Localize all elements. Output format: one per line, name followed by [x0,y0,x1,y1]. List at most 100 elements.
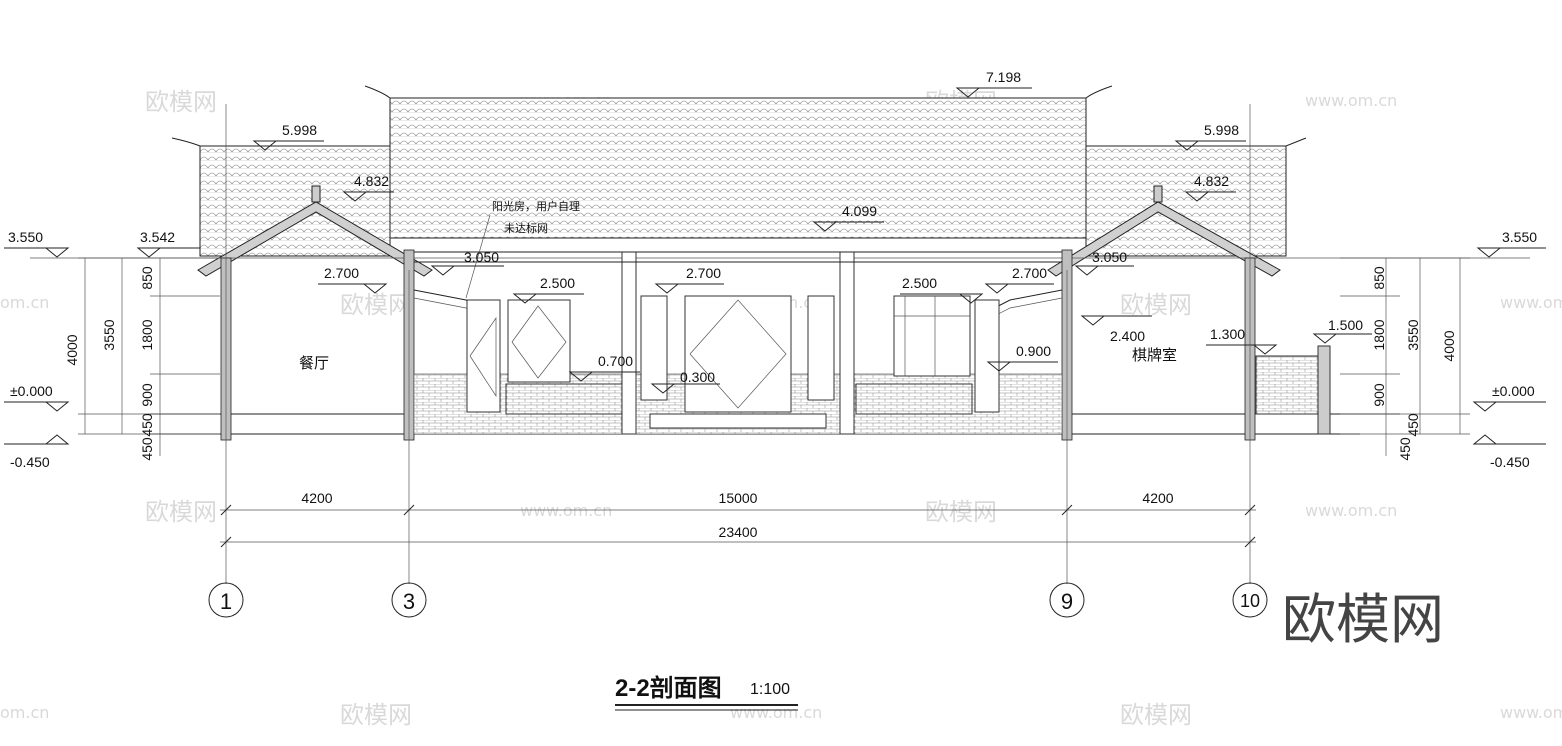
grid-axes: 4200 15000 4200 23400 1 3 9 10 [208,104,1268,618]
watermark-url: www.om.cn [730,703,822,722]
watermark-url: www.om.cn [1305,501,1397,520]
svg-text:1800: 1800 [1371,319,1387,350]
right-dimensions: 850 1800 900 450 3550 4000 450 [1340,257,1470,461]
elev-left-room-ceiling: 2.700 [318,265,388,294]
span-dim: 4200 [301,490,332,506]
svg-text:±0.000: ±0.000 [10,383,53,399]
elev-fence-top: 1.500 [1312,317,1372,344]
elev-sill-left: 0.700 [568,353,640,382]
elev-step: 0.300 [650,369,720,394]
structure [30,214,1530,441]
svg-text:-0.450: -0.450 [1490,454,1530,470]
span-dim: 15000 [719,490,758,506]
elev-right-ceiling: 2.700 [984,265,1054,294]
elev-left-roof: 5.998 [252,122,324,151]
svg-text:5.998: 5.998 [1204,122,1239,138]
watermark-url: www.om.cn [1500,293,1562,312]
left-dimensions: 850 1800 900 450 3550 4000 450 [64,257,220,461]
svg-text:4.832: 4.832 [354,173,389,189]
svg-text:1: 1 [220,589,232,614]
elev-right-low: 1.300 [1206,326,1278,355]
svg-text:850: 850 [1371,266,1387,290]
elev-left-eave: 3.542 [136,229,200,258]
svg-text:3: 3 [403,589,415,614]
svg-text:450: 450 [139,413,155,437]
watermark-brand: 欧模网 [340,701,412,729]
svg-text:3.050: 3.050 [1092,249,1127,265]
svg-text:2.400: 2.400 [1110,328,1145,344]
svg-text:1.300: 1.300 [1210,326,1245,342]
drawing-title: 2-2剖面图 1:100 [615,674,798,711]
watermark-url: om.cn [0,703,49,722]
svg-text:0.300: 0.300 [680,369,715,385]
svg-text:1.500: 1.500 [1328,317,1363,333]
elevation-marks: 7.198 5.998 5.998 4.832 4.832 4.099 3.55… [4,69,1546,470]
svg-text:4.832: 4.832 [1194,173,1229,189]
svg-text:3.050: 3.050 [464,249,499,265]
axis-bubble-10: 10 [1232,582,1268,618]
svg-text:3.550: 3.550 [8,229,43,245]
elev-right-inner: 3.050 [1074,249,1134,276]
svg-text:450: 450 [1397,437,1413,461]
elev-center-beam: 4.099 [812,203,884,232]
annotations: 阳光房，用户自理 未达标网 餐厅 棋牌室 [299,199,1177,372]
elev-left-inner: 3.050 [430,249,504,276]
watermark-url: www.om.cn [1305,91,1397,110]
elev-left-ground: -0.450 [4,434,70,470]
elev-center-ceiling: 2.700 [654,265,724,294]
svg-text:2.700: 2.700 [1012,265,1047,281]
svg-text:2.700: 2.700 [324,265,359,281]
scale-text: 1:100 [750,681,790,698]
axis-bubble-3: 3 [391,582,427,618]
svg-text:450: 450 [1405,413,1421,437]
entrance-step [649,413,827,429]
roofs [171,85,1307,277]
svg-text:1800: 1800 [139,319,155,350]
span-dim: 4200 [1142,490,1173,506]
fence [1255,355,1319,415]
elev-left-zero: ±0.000 [4,383,70,412]
elev-right-gable: 4.832 [1184,173,1236,202]
watermark-url: om.cn [0,293,49,312]
svg-text:2.700: 2.700 [686,265,721,281]
watermark-brand: 欧模网 [925,498,997,526]
watermark-brand: 欧模网 [1120,291,1192,319]
main-roof-eave [364,85,1113,99]
svg-text:0.900: 0.900 [1016,343,1051,359]
svg-text:900: 900 [139,383,155,407]
brand-logo: 欧模网 [1282,588,1444,651]
svg-text:4000: 4000 [64,334,80,365]
watermark-url: www.om.cn [1500,703,1562,722]
svg-text:-0.450: -0.450 [10,454,50,470]
svg-text:3.542: 3.542 [140,229,175,245]
watermark-brand: 欧模网 [1120,701,1192,729]
elev-right-room: 2.400 [1080,315,1152,344]
svg-text:0.700: 0.700 [598,353,633,369]
elev-window-left: 2.500 [512,275,584,304]
elev-right-outer: 3.550 [1476,229,1546,258]
annotation-line-2: 未达标网 [504,221,548,235]
elev-left-outer: 3.550 [4,229,70,258]
svg-text:5.998: 5.998 [282,122,317,138]
svg-text:±0.000: ±0.000 [1492,383,1535,399]
svg-text:4000: 4000 [1441,330,1457,361]
axis-bubble-1: 1 [208,582,244,618]
watermark-brand: 欧模网 [145,88,217,116]
column [621,251,637,435]
elev-right-ground: -0.450 [1472,434,1546,470]
svg-text:2.500: 2.500 [540,275,575,291]
center-door [684,295,792,413]
svg-text:850: 850 [139,266,155,290]
svg-text:900: 900 [1371,383,1387,407]
room-label-chess: 棋牌室 [1132,347,1177,364]
svg-text:7.198: 7.198 [986,69,1021,85]
svg-text:10: 10 [1240,591,1260,611]
svg-text:4.099: 4.099 [842,203,877,219]
annotation-line-1: 阳光房，用户自理 [492,199,580,213]
svg-text:3.550: 3.550 [1502,229,1537,245]
room-label-dining: 餐厅 [299,355,329,372]
svg-text:450: 450 [139,437,155,461]
watermark-brand: 欧模网 [145,498,217,526]
watermark-url: www.om.cn [520,501,612,520]
main-roof-tiles [389,97,1087,239]
